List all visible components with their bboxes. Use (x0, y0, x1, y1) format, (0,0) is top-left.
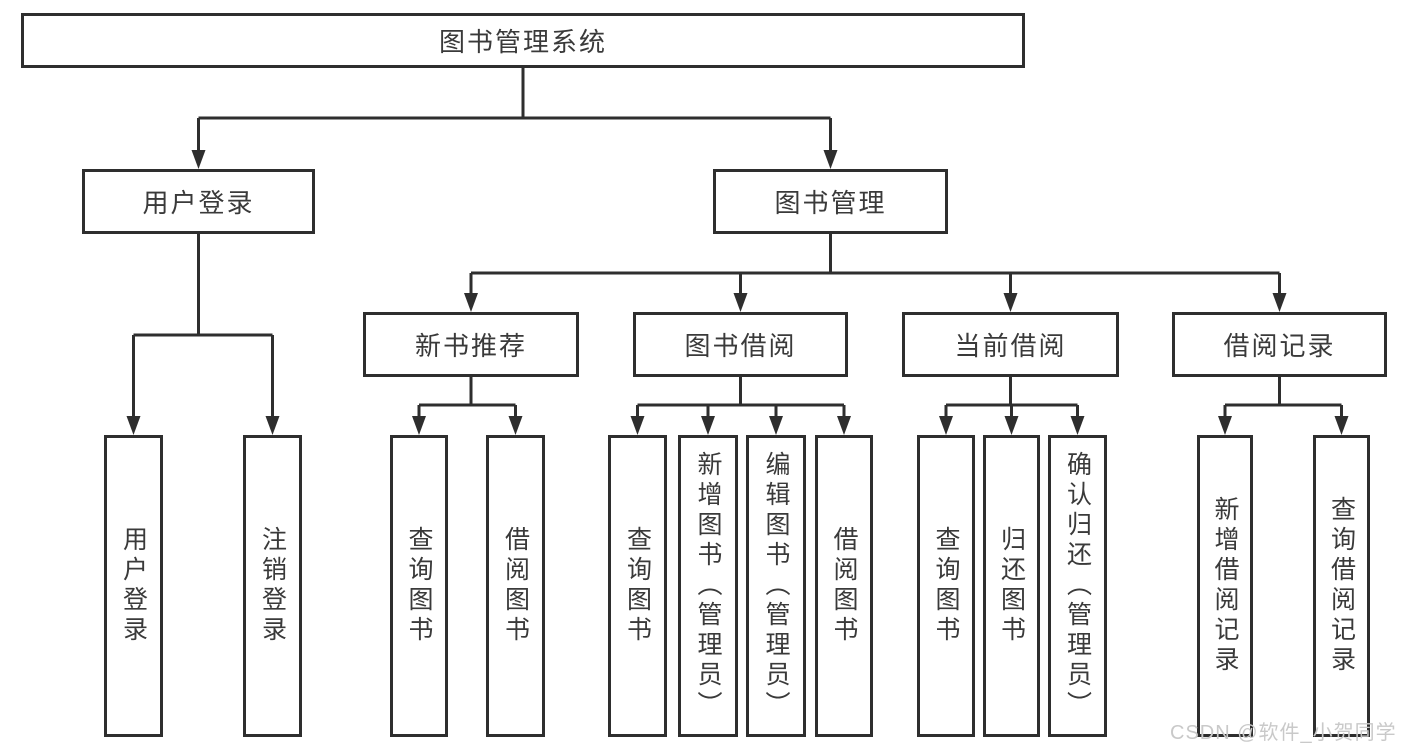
leaf-logout: 注销登录 (243, 435, 302, 737)
leaf-cb-confirm-return-admin: 确认归还（管理员） (1048, 435, 1107, 737)
node-library-system: 图书管理系统 (21, 13, 1025, 68)
leaf-nbr-borrow-books: 借阅图书 (486, 435, 545, 737)
leaf-br-query-record: 查询借阅记录 (1313, 435, 1370, 737)
leaf-nbr-query-books: 查询图书 (390, 435, 448, 737)
connector-paths (132, 68, 1343, 418)
leaf-cb-return-books: 归还图书 (983, 435, 1040, 737)
arrowheads (126, 150, 1349, 435)
node-borrow-records: 借阅记录 (1172, 312, 1387, 377)
node-new-book-recommend: 新书推荐 (363, 312, 579, 377)
node-book-management: 图书管理 (713, 169, 948, 234)
node-current-borrow: 当前借阅 (902, 312, 1119, 377)
leaf-bb-edit-books-admin: 编辑图书（管理员） (746, 435, 806, 737)
leaf-bb-query-books: 查询图书 (608, 435, 667, 737)
leaf-br-add-record: 新增借阅记录 (1197, 435, 1253, 737)
leaf-bb-add-books-admin: 新增图书（管理员） (678, 435, 738, 737)
leaf-bb-borrow-books: 借阅图书 (815, 435, 873, 737)
leaf-cb-query-books: 查询图书 (917, 435, 975, 737)
watermark: CSDN @软件_小贺同学 (1170, 722, 1397, 744)
leaf-user-login: 用户登录 (104, 435, 163, 737)
node-user-login: 用户登录 (82, 169, 315, 234)
node-book-borrow: 图书借阅 (633, 312, 848, 377)
